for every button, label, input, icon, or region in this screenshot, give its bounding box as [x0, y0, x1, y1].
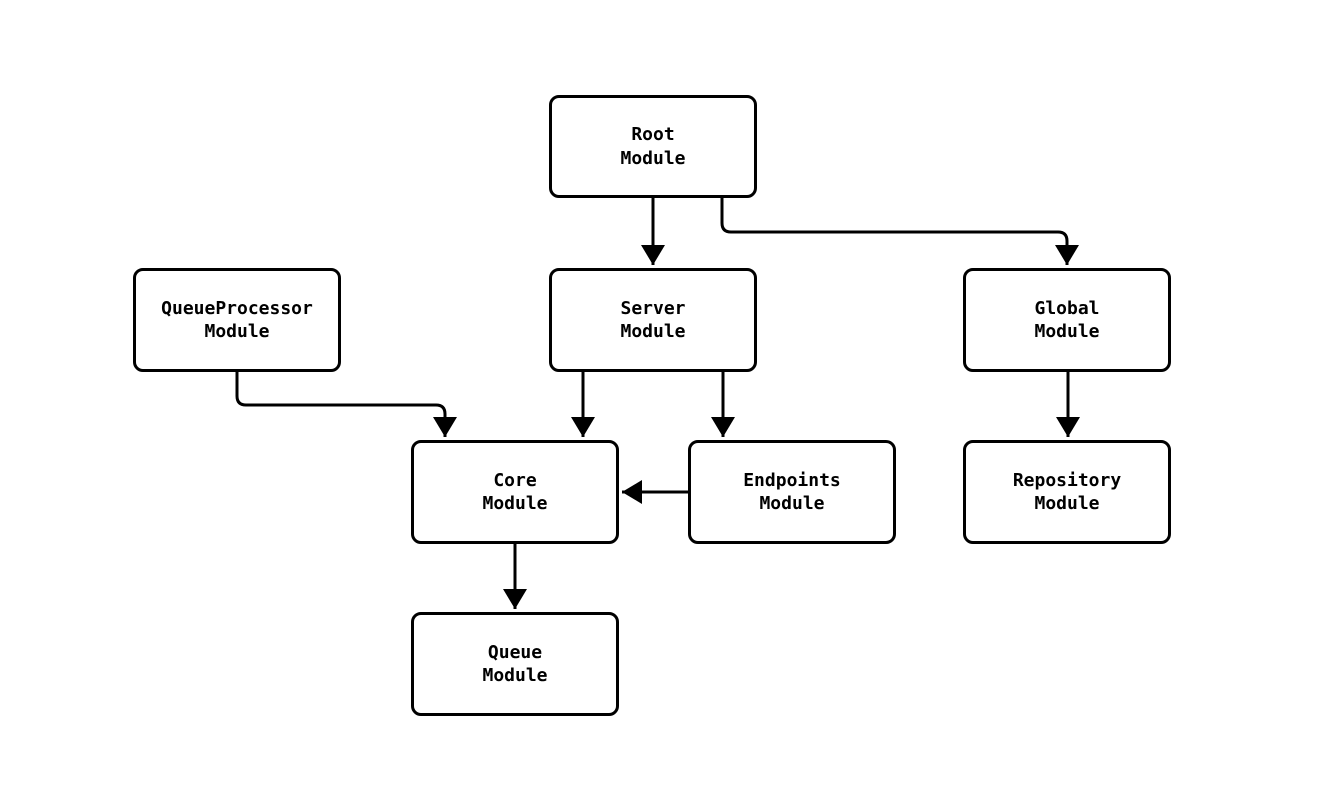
node-label: QueueProcessor Module: [161, 297, 313, 342]
node-queue-module: Queue Module: [411, 612, 619, 716]
node-label: Core Module: [482, 469, 548, 514]
node-label: Repository Module: [1012, 469, 1122, 514]
edge-group: [235, 198, 1080, 609]
node-repository-module: Repository Module: [963, 440, 1171, 544]
node-global-module: Global Module: [963, 268, 1171, 372]
node-endpoints-module: Endpoints Module: [688, 440, 896, 544]
edge-queueprocessor-to-core: [235, 372, 457, 437]
node-label: Root Module: [620, 124, 686, 169]
node-root-module: Root Module: [549, 95, 757, 198]
node-label: Queue Module: [482, 641, 548, 686]
node-label: Endpoints Module: [743, 469, 841, 514]
node-queueprocessor-module: QueueProcessor Module: [133, 268, 341, 372]
edge-root-to-global: [720, 198, 1079, 265]
node-label: Server Module: [620, 297, 686, 342]
node-label: Global Module: [1034, 297, 1100, 342]
node-core-module: Core Module: [411, 440, 619, 544]
node-server-module: Server Module: [549, 268, 757, 372]
